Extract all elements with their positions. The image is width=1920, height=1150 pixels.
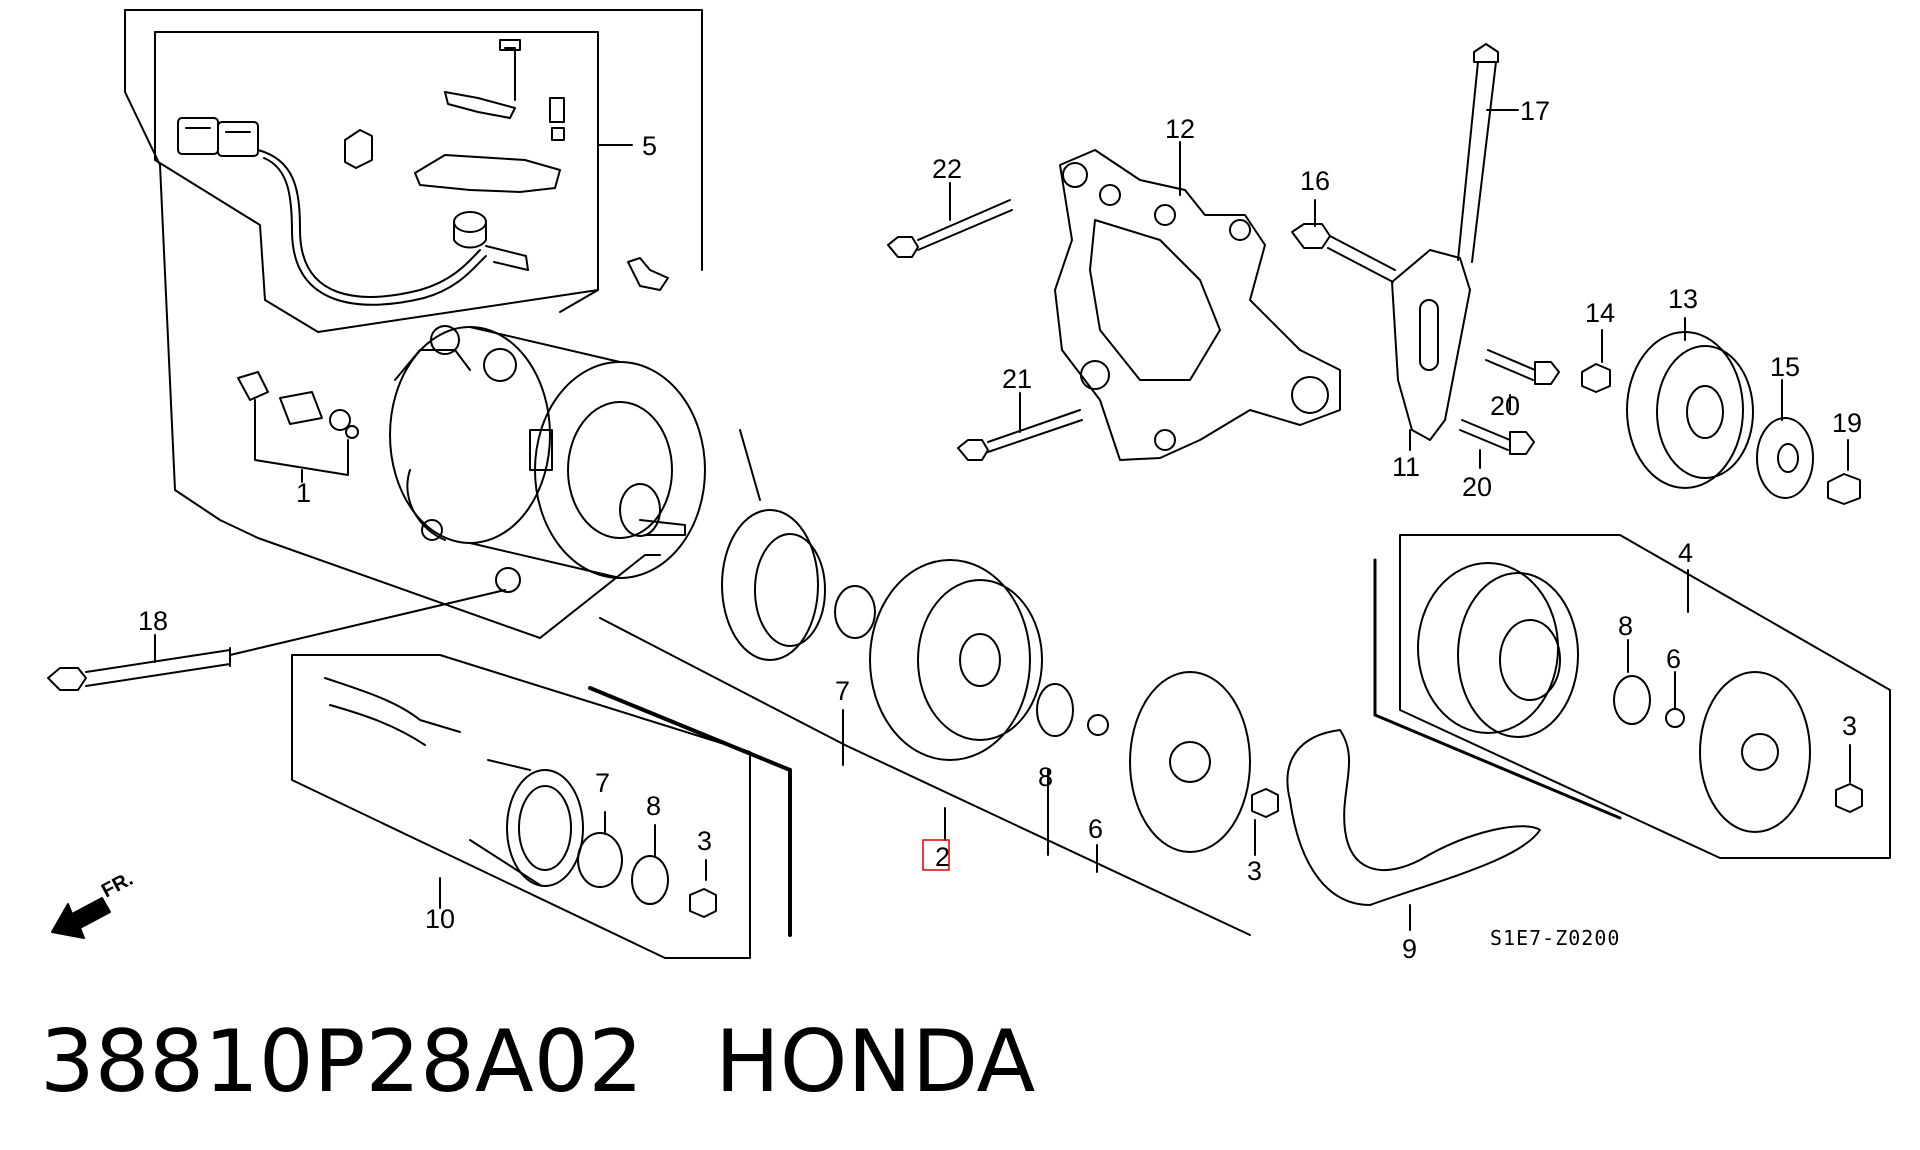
callout-3: 3 — [1247, 856, 1262, 886]
callout-labels: 1 2 3 3 3 4 5 6 6 7 7 8 8 8 9 10 11 12 1… — [98, 96, 1862, 964]
callout-11: 11 — [1392, 452, 1420, 482]
part-18-bolt — [47, 589, 506, 691]
compressor-body — [389, 325, 706, 593]
callout-17: 17 — [1520, 96, 1550, 126]
part-21-bolt — [957, 392, 1083, 461]
callout-16: 16 — [1300, 166, 1330, 196]
part-13-idler-pulley — [1626, 317, 1754, 489]
callout-7: 7 — [595, 768, 610, 798]
part-caption: 38810P28A02 HONDA — [40, 1012, 1035, 1112]
callout-8: 8 — [646, 791, 661, 821]
part-1-switch — [237, 371, 359, 483]
callout-8: 8 — [1618, 611, 1633, 641]
callout-22: 22 — [932, 154, 962, 184]
callout-2-highlight — [922, 839, 950, 871]
callout-7: 7 — [835, 676, 850, 706]
part-22-bolt — [887, 182, 1013, 258]
clutch-parts — [721, 429, 1279, 873]
part-14-spacer — [1581, 329, 1611, 393]
callout-18: 18 — [138, 606, 168, 636]
callout-13: 13 — [1668, 284, 1698, 314]
callout-15: 15 — [1770, 352, 1800, 382]
callout-1: 1 — [296, 478, 311, 508]
part-12-bracket — [1054, 141, 1341, 461]
brand-name: HONDA — [715, 1012, 1036, 1112]
callout-4: 4 — [1678, 538, 1693, 568]
harness-subassembly — [154, 31, 669, 333]
front-direction-label: FR. — [98, 868, 137, 903]
callout-20: 20 — [1490, 391, 1520, 421]
callout-8: 8 — [1038, 762, 1053, 792]
part-20-bolts — [1459, 349, 1560, 469]
callout-10: 10 — [425, 904, 455, 934]
part-number: 38810P28A02 — [40, 1012, 644, 1112]
compressor-assembly-outline — [124, 9, 1251, 936]
part-4-clutch-box — [1373, 534, 1891, 859]
diagram-code: S1E7-Z0200 — [1490, 926, 1620, 950]
part-19-nut — [1827, 439, 1861, 505]
callout-20: 20 — [1462, 472, 1492, 502]
part-9-belt — [1286, 729, 1541, 931]
callout-21: 21 — [1002, 364, 1032, 394]
front-direction-arrow — [51, 897, 111, 939]
callout-14: 14 — [1585, 298, 1615, 328]
callout-9: 9 — [1402, 934, 1417, 964]
callout-6: 6 — [1088, 814, 1103, 844]
part-10-coil-box — [291, 654, 751, 959]
callout-3: 3 — [1842, 711, 1857, 741]
callout-19: 19 — [1832, 408, 1862, 438]
callout-6: 6 — [1666, 644, 1681, 674]
callout-5: 5 — [642, 131, 657, 161]
callout-2: 2 — [935, 842, 950, 872]
part-11-idler-bracket — [1291, 43, 1519, 451]
callout-12: 12 — [1165, 114, 1195, 144]
callout-3: 3 — [697, 826, 712, 856]
part-15-washer — [1756, 379, 1814, 499]
